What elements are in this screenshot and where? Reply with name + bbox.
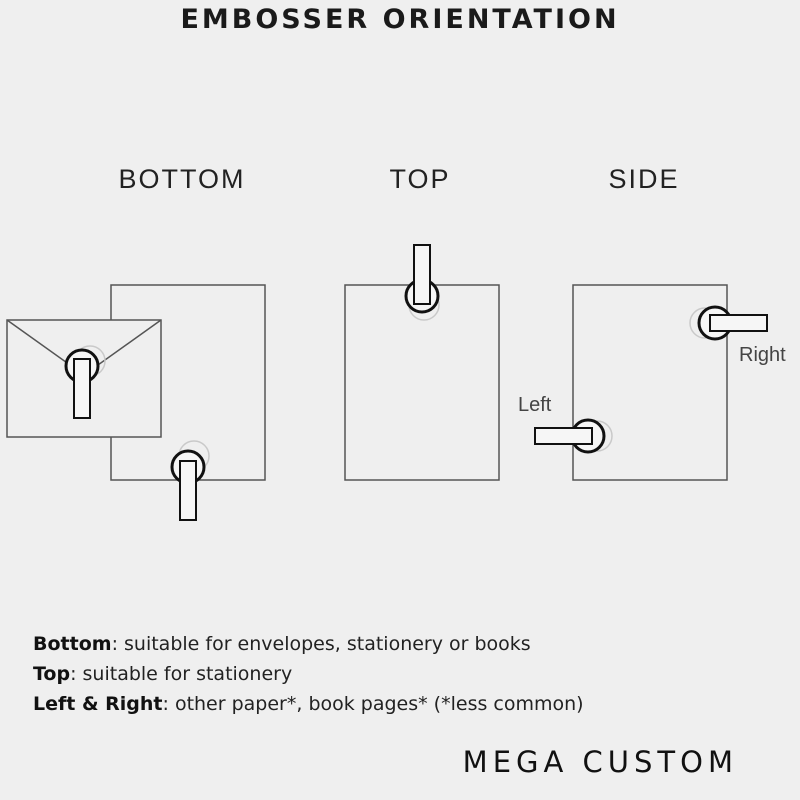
note-text: : other paper*, book pages* (*less commo… — [162, 693, 584, 715]
orientation-notes: Bottom: suitable for envelopes, statione… — [33, 629, 584, 719]
note-term: Left & Right — [33, 693, 163, 715]
embosser-icon — [689, 305, 768, 341]
note-item: Bottom: suitable for envelopes, statione… — [33, 629, 584, 659]
note-text: : suitable for envelopes, stationery or … — [111, 633, 531, 655]
side-orientation-panel: Right Left — [518, 284, 786, 481]
note-term: Bottom — [33, 633, 112, 655]
top-orientation-panel — [344, 244, 500, 481]
note-item: Top: suitable for stationery — [33, 659, 584, 689]
heading-bottom: BOTTOM — [118, 164, 245, 194]
note-term: Top — [33, 663, 71, 685]
brand-name: MEGA CUSTOM — [462, 745, 738, 779]
bottom-orientation-panel — [6, 284, 266, 521]
paper-sheet — [344, 284, 500, 481]
embosser-icon — [64, 345, 106, 419]
label-left: Left — [518, 394, 552, 416]
page-title: EMBOSSER ORIENTATION — [180, 4, 620, 35]
embosser-icon — [170, 440, 210, 521]
heading-top: TOP — [389, 164, 450, 194]
note-text: : suitable for stationery — [70, 663, 293, 685]
embosser-icon — [534, 418, 613, 454]
embosser-icon — [404, 244, 440, 321]
heading-side: SIDE — [608, 164, 679, 194]
note-item: Left & Right: other paper*, book pages* … — [33, 689, 584, 719]
label-right: Right — [739, 344, 786, 366]
